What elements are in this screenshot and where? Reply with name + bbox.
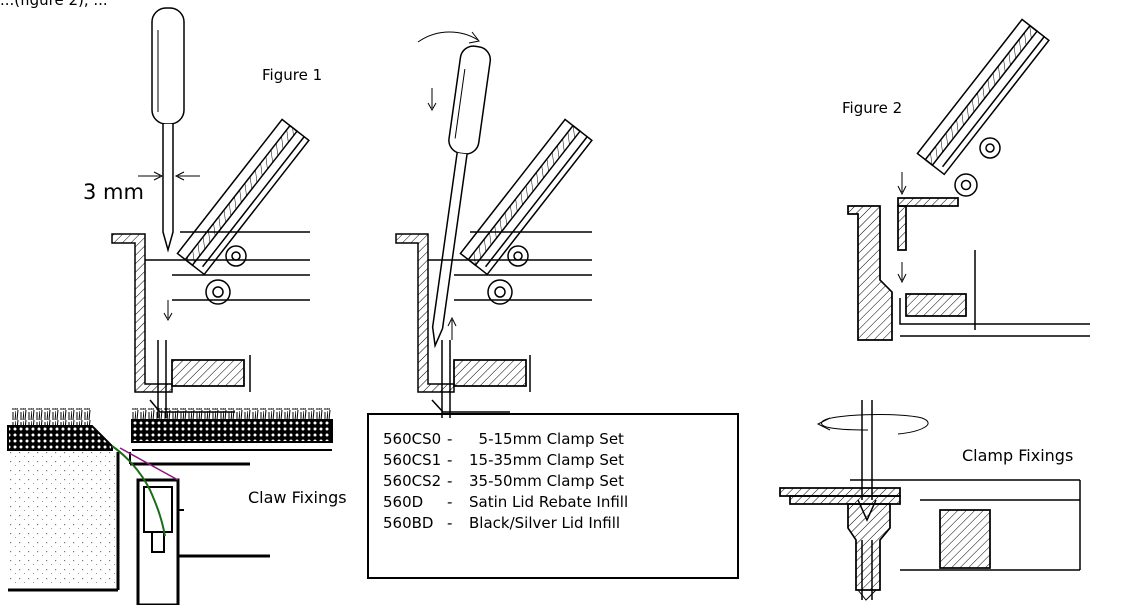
part-description: 5-15mm Clamp Set: [469, 430, 624, 448]
claw-fixings-drawing: [7, 408, 333, 605]
part-description: 35-50mm Clamp Set: [469, 472, 624, 490]
part-separator: -: [447, 472, 453, 490]
figure1-drawing: [111, 7, 310, 418]
figure1-label: Figure 1: [262, 66, 323, 84]
part-separator: -: [447, 451, 453, 469]
part-code: 560CS0: [383, 430, 442, 448]
clamp-fixings-drawing: [779, 400, 1081, 601]
part-row: 560CS1 - 15-35mm Clamp Set: [383, 450, 737, 471]
part-row: 560BD - Black/Silver Lid Infill: [383, 513, 737, 534]
part-separator: -: [447, 493, 453, 511]
figure1-second-drawing: [395, 31, 593, 418]
figure2-label: Figure 2: [842, 99, 903, 117]
part-description: 15-35mm Clamp Set: [469, 451, 624, 469]
figure2-drawing: [847, 18, 1090, 341]
part-code: 560BD: [383, 514, 434, 532]
dimension-label: 3 mm: [83, 180, 144, 204]
part-code: 560CS2: [383, 472, 442, 490]
part-row: 560D - Satin Lid Rebate Infill: [383, 492, 737, 513]
clamp-fixings-label: Clamp Fixings: [962, 446, 1074, 465]
part-row: 560CS0 - 5-15mm Clamp Set: [383, 429, 737, 450]
claw-fixings-label: Claw Fixings: [248, 488, 347, 507]
part-code: 560D: [383, 493, 424, 511]
part-separator: -: [447, 430, 453, 448]
header-text-fragment: ...(figure 2), ...: [0, 0, 108, 9]
part-description: Satin Lid Rebate Infill: [469, 493, 629, 511]
part-code: 560CS1: [383, 451, 442, 469]
part-row: 560CS2 - 35-50mm Clamp Set: [383, 471, 737, 492]
part-separator: -: [447, 514, 453, 532]
parts-list: 560CS0 - 5-15mm Clamp Set 560CS1 - 15-35…: [367, 413, 739, 579]
part-description: Black/Silver Lid Infill: [469, 514, 621, 532]
